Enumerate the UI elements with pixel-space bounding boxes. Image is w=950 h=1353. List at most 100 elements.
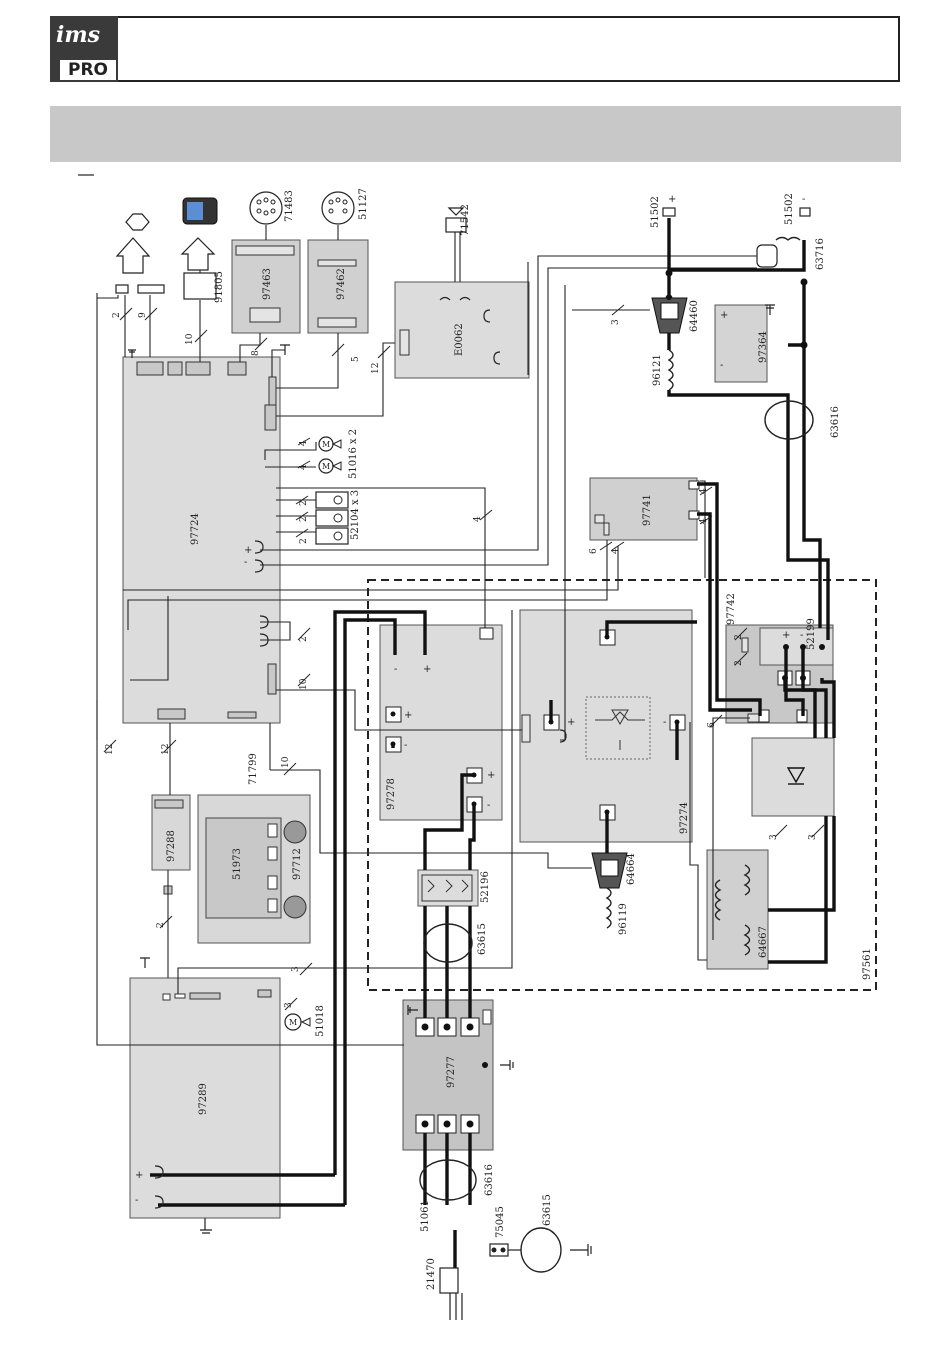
- polarity-plus: +: [720, 310, 728, 321]
- polarity-minus: -: [135, 1195, 138, 1206]
- label-71483: 71483: [284, 190, 295, 222]
- ground-icon: [128, 304, 775, 1256]
- label-97724: 97724: [190, 513, 201, 545]
- label-63616-bottom: 63616: [484, 1164, 495, 1196]
- wire-count: 3: [611, 319, 621, 325]
- wire-count: 10: [185, 333, 195, 345]
- label-64664: 64664: [626, 853, 637, 885]
- wire-count: 2: [299, 538, 309, 544]
- label-51973: 51973: [232, 848, 243, 880]
- wire-count: 4: [299, 440, 309, 446]
- connector-71483: [249, 191, 283, 225]
- inductor-63716: [775, 236, 801, 241]
- wire-count: 2: [299, 516, 309, 522]
- label-97288: 97288: [166, 830, 177, 862]
- wire-count: 8: [251, 350, 261, 356]
- label-52199: 52199: [806, 618, 817, 650]
- motor-icon: M: [322, 440, 330, 449]
- wire-count: 5: [351, 356, 361, 362]
- label-97712: 97712: [292, 848, 303, 880]
- polarity-minus: -: [663, 717, 666, 728]
- enclosure-97561: [367, 579, 877, 991]
- label-71799: 71799: [248, 753, 259, 785]
- label-97274: 97274: [679, 802, 690, 834]
- wire-count: 12: [105, 744, 115, 755]
- label-52196: 52196: [480, 871, 491, 903]
- module-97724: [122, 356, 281, 724]
- label-96119: 96119: [618, 903, 629, 935]
- polarity-plus: +: [244, 545, 252, 556]
- inductor-96119: [605, 887, 612, 929]
- toroid-63615-bottom: [520, 1227, 562, 1273]
- wire-count: 6: [589, 548, 599, 554]
- remote-control-icon: [182, 197, 218, 225]
- logo-ims-pro: ims PRO: [50, 16, 118, 82]
- polarity-minus: -: [487, 800, 490, 811]
- polarity-minus: -: [394, 664, 397, 675]
- wire-count: 2: [299, 500, 309, 506]
- wire-count: 2: [734, 634, 744, 640]
- label-91805: 91805: [214, 271, 225, 303]
- transformer-64667: [706, 849, 769, 970]
- label-97289: 97289: [198, 1083, 209, 1115]
- wire-count: 10: [299, 678, 309, 690]
- wire-count: 4: [299, 464, 309, 470]
- toroid-63616-top: [764, 400, 814, 440]
- polarity-plus: +: [487, 770, 495, 781]
- wire-count: 2: [734, 660, 744, 666]
- label-64667: 64667: [758, 926, 769, 958]
- polarity-minus: -: [802, 194, 805, 205]
- label-97462: 97462: [336, 268, 347, 300]
- label-51018: 51018: [315, 1005, 326, 1037]
- toroid-63616-bottom: [419, 1159, 477, 1201]
- up-arrow-icon-2: [180, 237, 216, 271]
- polarity-plus: +: [423, 664, 431, 675]
- label-63616-top: 63616: [830, 406, 841, 438]
- label-97741: 97741: [642, 494, 653, 526]
- label-97277: 97277: [446, 1056, 457, 1088]
- label-75045: 75045: [495, 1206, 506, 1238]
- label-52104: 52104 x 3: [350, 490, 361, 540]
- label-63615-bottom: 63615: [542, 1194, 553, 1226]
- label-97742: 97742: [726, 593, 737, 625]
- title-band: [50, 106, 901, 162]
- label-51061: 51061: [420, 1200, 431, 1232]
- label-51016: 51016 x 2: [348, 429, 359, 479]
- wire-count: 3: [769, 834, 779, 840]
- wire-count: 6: [707, 722, 717, 728]
- wire-count: 3: [284, 1002, 294, 1008]
- label-97364: 97364: [758, 331, 769, 363]
- up-arrow-icon: [115, 237, 151, 274]
- polarity-minus: -: [720, 360, 723, 371]
- wire-count: 4: [699, 518, 709, 524]
- wire-count: 2: [156, 922, 166, 928]
- wire-count: 3: [808, 834, 818, 840]
- label-97278: 97278: [386, 778, 397, 810]
- polarity-minus: -: [244, 557, 247, 568]
- logo-text-bottom: PRO: [60, 60, 116, 80]
- polarity-plus: +: [668, 194, 676, 205]
- motor-icon: M: [322, 462, 330, 471]
- hexagon-icon: [125, 213, 150, 231]
- wire-count: 12: [371, 363, 381, 374]
- wire-count: 3: [291, 966, 301, 972]
- polarity-plus: +: [135, 1170, 143, 1181]
- wire-count: 4: [611, 548, 621, 554]
- bridge-52196: [417, 869, 479, 907]
- label-64460: 64460: [689, 300, 700, 332]
- power-device-64664: [591, 852, 628, 889]
- wire-count: 9: [138, 312, 148, 318]
- label-96121: 96121: [652, 354, 663, 386]
- label-97561: 97561: [862, 948, 873, 980]
- module-97364: [714, 304, 768, 383]
- polarity-plus: +: [404, 710, 412, 721]
- label-63716: 63716: [815, 238, 826, 270]
- label-51127: 51127: [358, 188, 369, 220]
- motor-icon: M: [289, 1018, 297, 1027]
- diode-icon: [786, 767, 806, 785]
- label-51502-minus: 51502: [784, 193, 795, 225]
- polarity-plus: +: [567, 717, 575, 728]
- wire-count: 12: [161, 744, 171, 755]
- polarity-plus: +: [782, 630, 790, 641]
